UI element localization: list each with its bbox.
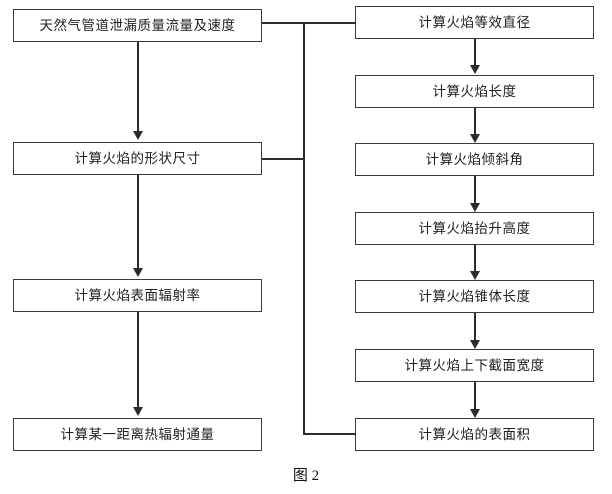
node-flame-cone-length: 计算火焰锥体长度 <box>355 280 594 313</box>
arrowhead-tilt-to-liftoff <box>470 203 480 212</box>
arrowhead-emissivity-to-flux <box>133 407 143 416</box>
connector-bus-to-surface-area <box>303 433 356 435</box>
connector-leak-to-shape <box>137 42 139 133</box>
node-flame-equivalent-diameter: 计算火焰等效直径 <box>355 6 594 39</box>
node-label: 天然气管道泄漏质量流量及速度 <box>39 17 236 33</box>
arrowhead-liftoff-to-cone <box>470 271 480 280</box>
node-flame-tilt-angle: 计算火焰倾斜角 <box>355 143 594 176</box>
node-thermal-radiation-flux-at-distance: 计算某一距离热辐射通量 <box>13 418 262 451</box>
connector-cone-to-section-width <box>474 313 476 341</box>
node-flame-shape-size: 计算火焰的形状尺寸 <box>13 142 262 175</box>
connector-liftoff-to-cone <box>474 245 476 272</box>
connector-shape-to-bus <box>262 158 304 160</box>
arrowhead-length-to-tilt <box>470 134 480 143</box>
connector-vertical-bus <box>303 22 305 434</box>
node-label: 计算火焰锥体长度 <box>418 288 531 304</box>
arrowhead-section-width-to-surface-area <box>470 409 480 418</box>
node-label: 计算火焰表面辐射率 <box>74 287 201 303</box>
connector-leak-to-bus <box>262 22 304 24</box>
node-flame-lift-off-height: 计算火焰抬升高度 <box>355 212 594 245</box>
node-label: 计算火焰上下截面宽度 <box>404 357 545 373</box>
node-flame-surface-area: 计算火焰的表面积 <box>355 418 594 451</box>
figure-caption: 图 2 <box>292 468 320 484</box>
node-label: 计算火焰的表面积 <box>418 426 531 442</box>
connector-section-width-to-surface-area <box>474 382 476 409</box>
node-flame-top-bottom-section-width: 计算火焰上下截面宽度 <box>355 349 594 382</box>
arrowhead-cone-to-section-width <box>470 340 480 349</box>
node-label: 计算某一距离热辐射通量 <box>60 426 215 442</box>
connector-bus-to-equivalent-diameter <box>303 22 356 24</box>
node-label: 计算火焰长度 <box>432 83 517 99</box>
connector-length-to-tilt <box>474 108 476 135</box>
node-label: 计算火焰抬升高度 <box>418 220 531 236</box>
node-label: 计算火焰等效直径 <box>418 14 531 30</box>
node-flame-surface-emissivity: 计算火焰表面辐射率 <box>13 279 262 312</box>
node-label: 计算火焰的形状尺寸 <box>74 150 201 166</box>
arrowhead-diameter-to-length <box>470 65 480 74</box>
arrowhead-shape-to-emissivity <box>133 268 143 277</box>
node-label: 计算火焰倾斜角 <box>425 151 524 167</box>
connector-diameter-to-length <box>474 39 476 67</box>
node-leak-mass-flow-velocity: 天然气管道泄漏质量流量及速度 <box>13 9 262 42</box>
node-flame-length: 计算火焰长度 <box>355 75 594 108</box>
connector-shape-to-emissivity <box>137 175 139 270</box>
arrowhead-leak-to-shape <box>133 131 143 140</box>
connector-tilt-to-liftoff <box>474 176 476 204</box>
connector-emissivity-to-flux <box>137 312 139 409</box>
